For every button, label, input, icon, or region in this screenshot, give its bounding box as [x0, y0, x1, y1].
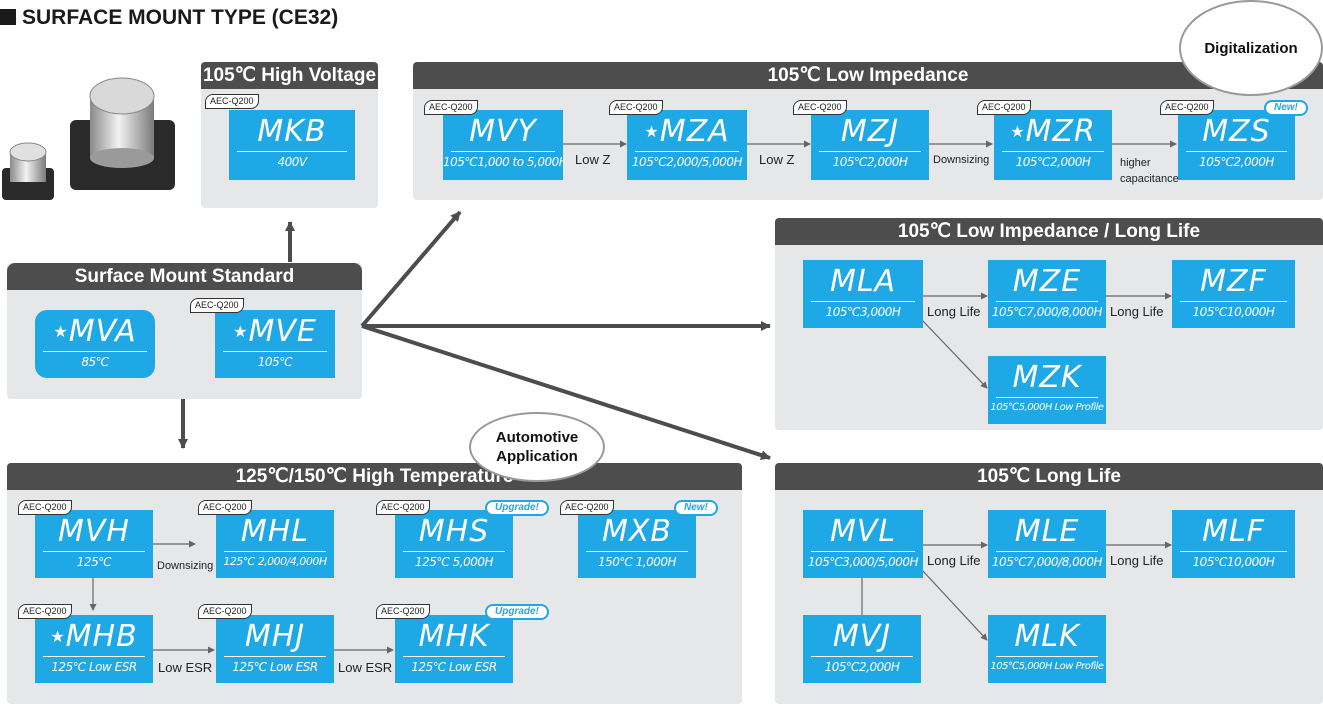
link-label-low-esr: Low ESR — [338, 660, 393, 675]
aec-badge: AEC-Q200 — [198, 500, 252, 515]
link-label-long-life: Long Life — [1110, 553, 1164, 568]
panel-high-voltage-header: 105℃ High Voltage — [201, 62, 378, 89]
panel-low-impedance-header: 105℃ Low Impedance — [413, 62, 1323, 89]
panel-high-temp-header: 125℃/150℃ High Temperature — [7, 463, 742, 490]
aec-badge: AEC-Q200 — [18, 604, 72, 619]
link-label-long-life: Long Life — [1110, 304, 1164, 319]
capacitor-photo — [2, 77, 175, 200]
page-title: SURFACE MOUNT TYPE (CE32) — [0, 6, 338, 30]
link-label-downsizing: Downsizing — [157, 560, 214, 572]
aec-badge: AEC-Q200 — [376, 500, 430, 515]
star-icon: ★ — [233, 322, 249, 341]
aec-badge: AEC-Q200 — [205, 94, 259, 109]
panel-low-imp-long-life-header: 105℃ Low Impedance / Long Life — [775, 218, 1323, 245]
link-label-higher-capacitance: higher capacitance — [1120, 157, 1179, 185]
aec-badge: AEC-Q200 — [609, 100, 663, 115]
aec-badge: AEC-Q200 — [793, 100, 847, 115]
aec-badge: AEC-Q200 — [18, 500, 72, 515]
star-icon: ★ — [1010, 122, 1026, 141]
link-label-low-z: Low Z — [759, 152, 795, 167]
main-arrows — [178, 210, 771, 460]
aec-badge: AEC-Q200 — [190, 298, 244, 313]
aec-badge: AEC-Q200 — [977, 100, 1031, 115]
aec-badge: AEC-Q200 — [198, 604, 252, 619]
upgrade-tag: Upgrade! — [485, 604, 549, 620]
panel-standard-header: Surface Mount Standard — [7, 263, 362, 290]
upgrade-tag: Upgrade! — [485, 500, 549, 516]
panel-long-life-header: 105℃ Long Life — [775, 463, 1323, 490]
link-label-low-esr: Low ESR — [158, 660, 213, 675]
aec-badge: AEC-Q200 — [560, 500, 614, 515]
link-label-downsizing: Downsizing — [933, 154, 990, 166]
link-label-long-life: Long Life — [927, 553, 981, 568]
star-icon: ★ — [53, 322, 69, 341]
title-square-icon — [0, 9, 16, 25]
star-icon: ★ — [50, 627, 66, 646]
star-icon: ★ — [644, 122, 660, 141]
aec-badge: AEC-Q200 — [376, 604, 430, 619]
new-tag: New! — [674, 500, 718, 516]
new-tag: New! — [1264, 100, 1308, 116]
digitalization-bubble: Digitalization — [1179, 0, 1323, 96]
link-label-long-life: Long Life — [927, 304, 981, 319]
link-label-low-z: Low Z — [575, 152, 611, 167]
aec-badge: AEC-Q200 — [424, 100, 478, 115]
automotive-bubble: Automotive Application — [469, 412, 605, 482]
sub-arrows — [89, 140, 1177, 654]
aec-badge: AEC-Q200 — [1160, 100, 1214, 115]
